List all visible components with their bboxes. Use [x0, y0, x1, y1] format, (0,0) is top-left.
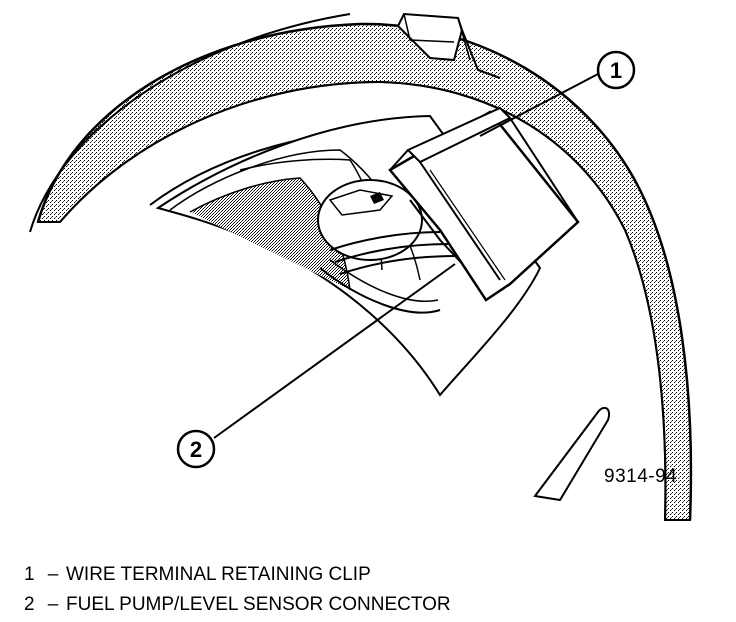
- callout-1-marker: 1: [596, 50, 636, 90]
- legend-item-2-text: FUEL PUMP/LEVEL SENSOR CONNECTOR: [66, 594, 451, 615]
- legend-item-1-number: 1: [24, 564, 35, 585]
- callout-2-number: 2: [190, 437, 202, 462]
- callout-1-number: 1: [610, 58, 622, 83]
- fuel-tank-connector-diagram: 1 2: [29, 12, 693, 521]
- legend-item-2: 2–FUEL PUMP/LEVEL SENSOR CONNECTOR: [24, 590, 451, 620]
- tank-shell: [29, 13, 693, 521]
- legend: 1–WIRE TERMINAL RETAINING CLIP 2–FUEL PU…: [24, 560, 451, 620]
- callout-2-marker: 2: [176, 429, 216, 469]
- legend-item-1-separator: –: [47, 564, 59, 585]
- tank-slot: [533, 406, 610, 502]
- legend-item-1-text: WIRE TERMINAL RETAINING CLIP: [66, 564, 371, 585]
- legend-item-2-separator: –: [47, 594, 59, 615]
- legend-item-2-number: 2: [24, 594, 35, 615]
- vent-fitting: [396, 12, 501, 79]
- wire-terminal-retaining-clip: [388, 106, 580, 302]
- callout-1-leader: [479, 73, 599, 137]
- legend-item-1: 1–WIRE TERMINAL RETAINING CLIP: [24, 560, 451, 590]
- callout-2-leader: [213, 263, 456, 439]
- figure-id: 9314-94: [604, 466, 678, 487]
